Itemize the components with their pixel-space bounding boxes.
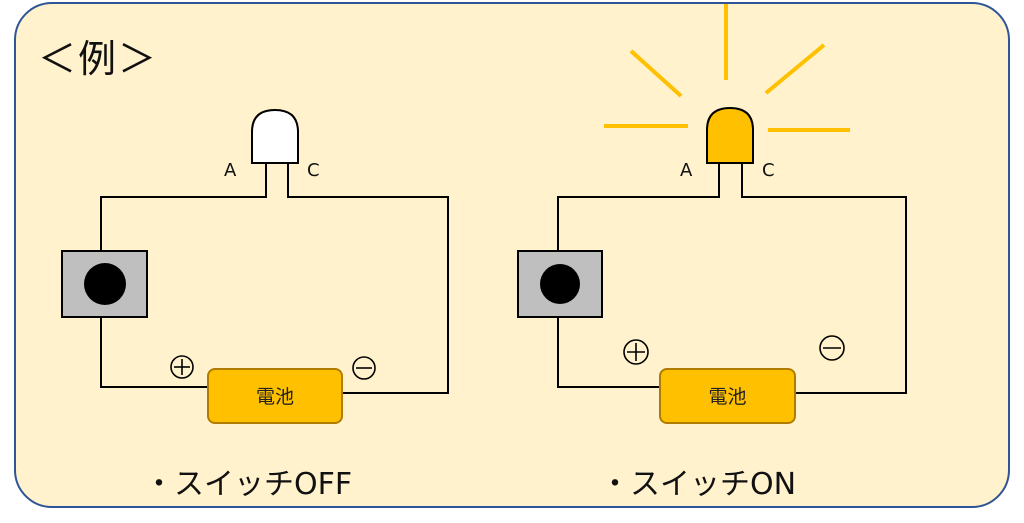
light-rays-icon [604,4,850,132]
left-circuit [61,108,449,424]
right-switch-button [540,264,580,304]
right-plus-icon [623,339,649,365]
right-minus-icon [819,335,845,361]
left-wire-bottom [100,317,208,388]
left-pin-c-label: C [307,160,320,181]
right-caption: ・スイッチON [600,467,797,502]
right-wire-bottom [557,317,660,388]
left-switch-button [84,263,126,305]
right-wire-top-left [557,163,720,251]
right-wire-top-right [741,163,907,394]
right-battery [659,368,796,424]
right-battery-label: 電池 [708,386,747,408]
left-caption: ・スイッチOFF [144,467,353,502]
page-title: ＜例＞ [38,37,159,81]
right-pin-c-label: C [762,160,775,181]
left-plus-icon [170,355,194,379]
right-circuit [517,4,907,424]
left-minus-icon [352,356,376,380]
example-panel [14,2,1010,508]
right-led-icon [706,106,754,164]
left-led-icon [251,108,299,164]
right-pin-a-label: A [680,160,693,181]
left-pin-a-label: A [224,160,237,181]
left-battery-label: 電池 [255,386,294,408]
left-wire-top-left [100,163,267,251]
left-battery [207,368,343,424]
